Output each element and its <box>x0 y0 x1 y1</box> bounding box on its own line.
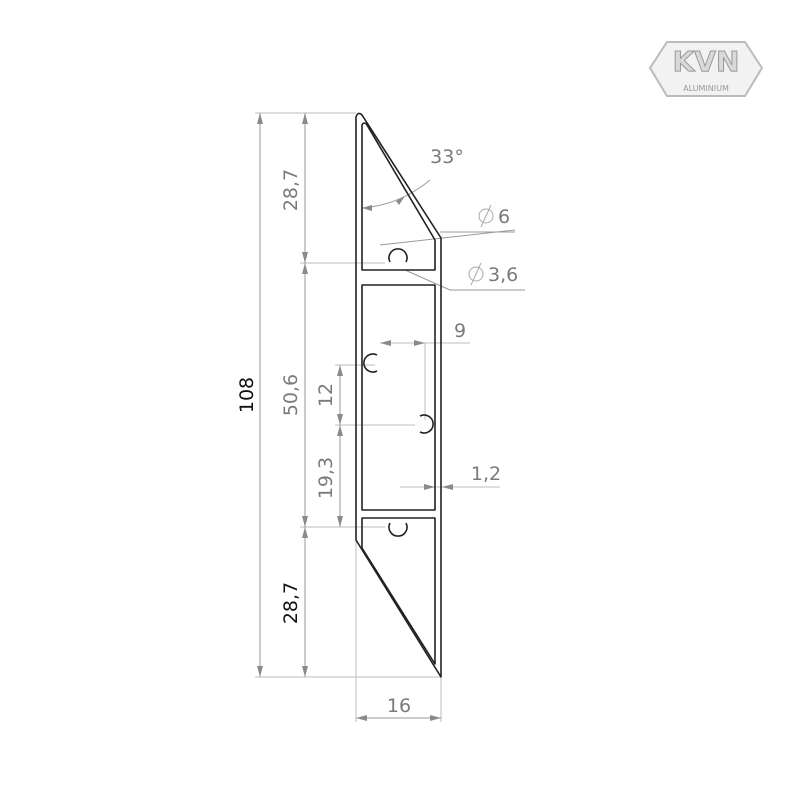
middle-section-label: 50,6 <box>280 374 302 416</box>
logo-subtitle: ALUMINIUM <box>683 84 729 93</box>
angle-label: 33° <box>430 146 464 168</box>
dimension-lines <box>257 113 525 721</box>
logo-brand: KVN <box>673 45 740 78</box>
diameter-outer-label: 6 <box>478 204 510 228</box>
bottom-section-label: 28,7 <box>280 582 302 624</box>
diameter-icon <box>468 266 484 282</box>
wall-thickness-label: 1,2 <box>471 463 501 485</box>
overall-height-label: 108 <box>236 377 258 413</box>
width-label: 16 <box>387 695 411 717</box>
diameter-inner-value: 3,6 <box>488 264 518 286</box>
diameter-outer-value: 6 <box>498 206 510 228</box>
diameter-icon <box>478 208 494 224</box>
kvn-logo: KVN ALUMINIUM <box>648 41 764 97</box>
screw-slots <box>363 248 434 537</box>
diameter-inner-label: 3,6 <box>468 262 518 286</box>
slot-offset-label: 9 <box>454 320 466 342</box>
slot-spacing-label: 12 <box>315 383 337 407</box>
top-section-label: 28,7 <box>280 169 302 211</box>
slot-to-bottom-label: 19,3 <box>315 457 337 499</box>
aluminium-profile <box>355 112 442 678</box>
